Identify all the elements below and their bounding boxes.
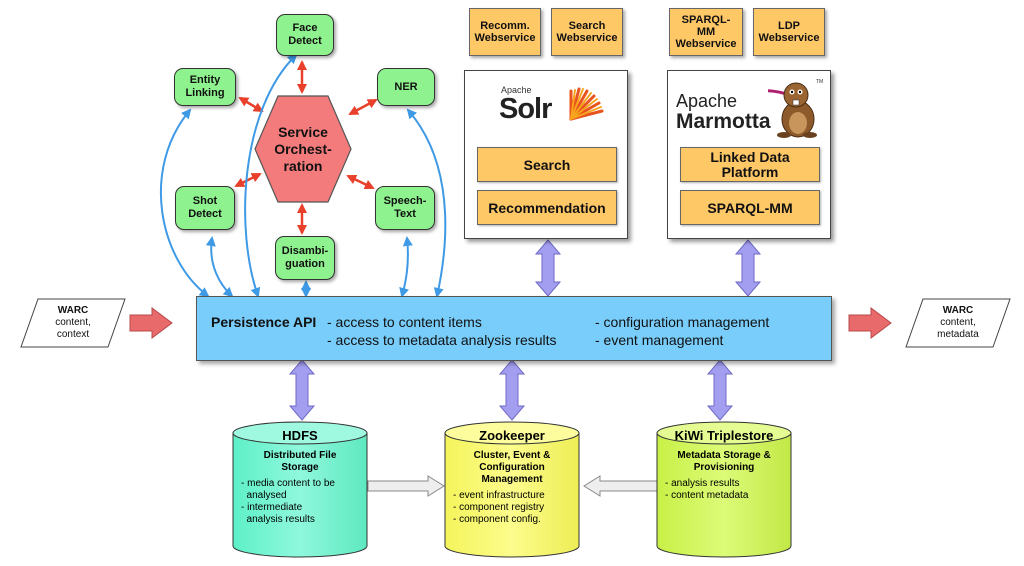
- solr-search-label: Search: [523, 156, 571, 173]
- marmotta-apache-text: Apache: [676, 91, 738, 111]
- zookeeper-title: Zookeeper: [479, 428, 545, 443]
- list-item: analysis results: [241, 514, 315, 525]
- marmotta-sparql-mm-box: SPARQL-MM: [680, 190, 820, 225]
- solr-logo: Apache Solr: [499, 79, 609, 129]
- solr-recommendation-box: Recommendation: [477, 190, 617, 225]
- warc-output-title: WARC: [942, 305, 974, 316]
- hdfs-cylinder-shape: [232, 421, 368, 558]
- ner-label: NER: [394, 80, 418, 93]
- speech-text-box: Speech- Text: [375, 186, 435, 230]
- kiwi-to-zookeeper-arrow: [583, 475, 661, 497]
- hdfs-storage: HDFS Distributed File Storage - media co…: [233, 422, 367, 558]
- warc-input-title: WARC: [57, 305, 89, 316]
- orchestration-arrows: [234, 60, 378, 235]
- persistence-item-event: - event management: [595, 332, 724, 348]
- hdfs-subtitle: Distributed File Storage: [263, 450, 337, 473]
- orchestration-label: Service Orchest- ration: [274, 123, 332, 174]
- warc-output: WARC content, metadata: [905, 298, 1011, 348]
- list-item: - component config.: [453, 514, 541, 525]
- solr-sun-icon: [569, 87, 604, 121]
- search-webservice-label: Search Webservice: [556, 20, 618, 44]
- persistence-api-bar: Persistence API - access to content item…: [196, 296, 832, 361]
- warc-input-text: content, context: [55, 317, 91, 340]
- list-item: - media content to be: [241, 478, 335, 489]
- list-item: - content metadata: [665, 490, 749, 501]
- face-detect-label: Face Detect: [288, 22, 322, 47]
- persistence-item-config: - configuration management: [595, 314, 770, 330]
- shot-detect-box: Shot Detect: [175, 186, 235, 230]
- kiwi-items: - analysis results - content metadata: [665, 478, 748, 502]
- hdfs-title: HDFS: [282, 428, 318, 443]
- warc-in-arrow: [129, 307, 173, 339]
- recomm-webservice-box: Recomm. Webservice: [469, 8, 541, 56]
- recomm-webservice-label: Recomm. Webservice: [474, 20, 536, 44]
- kiwi-cylinder-shape: [656, 421, 792, 558]
- kiwi-subtitle: Metadata Storage & Provisioning: [677, 450, 771, 473]
- service-orchestration-hexagon: Service Orchest- ration: [254, 94, 352, 204]
- zookeeper-service: Zookeeper Cluster, Event & Configuration…: [445, 422, 579, 558]
- list-item: - intermediate: [241, 502, 303, 513]
- linked-data-platform-box: Linked Data Platform: [680, 147, 820, 182]
- zookeeper-items: - event infrastructure - component regis…: [453, 490, 545, 526]
- kiwi-title: KiWi Triplestore: [674, 428, 774, 443]
- sparql-mm-webservice-label: SPARQL- MM Webservice: [675, 14, 737, 50]
- warc-output-text: content, metadata: [937, 317, 979, 340]
- warc-input: WARC content, context: [20, 298, 126, 348]
- zookeeper-subtitle: Cluster, Event & Configuration Managemen…: [473, 450, 551, 485]
- solr-recommendation-label: Recommendation: [488, 199, 606, 216]
- ldp-webservice-box: LDP Webservice: [753, 8, 825, 56]
- zookeeper-cylinder-shape: [444, 421, 580, 558]
- hdfs-to-zookeeper-arrow: [367, 475, 445, 497]
- face-detect-box: Face Detect: [276, 14, 334, 56]
- persistence-item-content: - access to content items: [327, 314, 482, 330]
- marmotta-panel: Apache Marmotta TM Linked Data Platform …: [667, 70, 831, 239]
- ldp-webservice-label: LDP Webservice: [758, 20, 820, 44]
- speech-text-label: Speech- Text: [383, 195, 427, 220]
- api-arrows: [288, 239, 762, 421]
- persistence-api-title: Persistence API: [211, 314, 317, 330]
- disambiguation-box: Disambi- guation: [275, 236, 335, 280]
- ner-box: NER: [377, 68, 435, 106]
- list-item: - analysis results: [665, 478, 740, 489]
- marmotta-sparql-mm-label: SPARQL-MM: [707, 199, 793, 216]
- disambiguation-label: Disambi- guation: [281, 245, 329, 270]
- marmotta-name-text: Marmotta: [676, 110, 771, 133]
- list-item: - event infrastructure: [453, 490, 545, 501]
- marmotta-logo: Apache Marmotta TM: [674, 77, 824, 141]
- marmotta-tm-text: TM: [816, 79, 824, 85]
- service-connectors: [160, 53, 447, 298]
- entity-linking-box: Entity Linking: [174, 68, 236, 106]
- search-webservice-box: Search Webservice: [551, 8, 623, 56]
- shot-detect-label: Shot Detect: [188, 195, 222, 220]
- entity-linking-label: Entity Linking: [185, 74, 225, 99]
- solr-name-text: Solr: [499, 93, 552, 125]
- list-item: analysed: [241, 490, 287, 501]
- list-item: - component registry: [453, 502, 545, 513]
- solr-search-box: Search: [477, 147, 617, 182]
- solr-apache-text: Apache: [501, 85, 532, 95]
- marmot-mascot-icon: [768, 82, 817, 138]
- solr-panel: Apache Solr Search Recommendation: [464, 70, 628, 239]
- persistence-item-metadata: - access to metadata analysis results: [327, 332, 557, 348]
- linked-data-platform-label: Linked Data Platform: [710, 148, 790, 180]
- hdfs-items: - media content to be analysed - interme…: [241, 478, 335, 526]
- sparql-mm-webservice-box: SPARQL- MM Webservice: [669, 8, 743, 56]
- kiwi-triplestore: KiWi Triplestore Metadata Storage & Prov…: [657, 422, 791, 558]
- warc-out-arrow: [848, 307, 892, 339]
